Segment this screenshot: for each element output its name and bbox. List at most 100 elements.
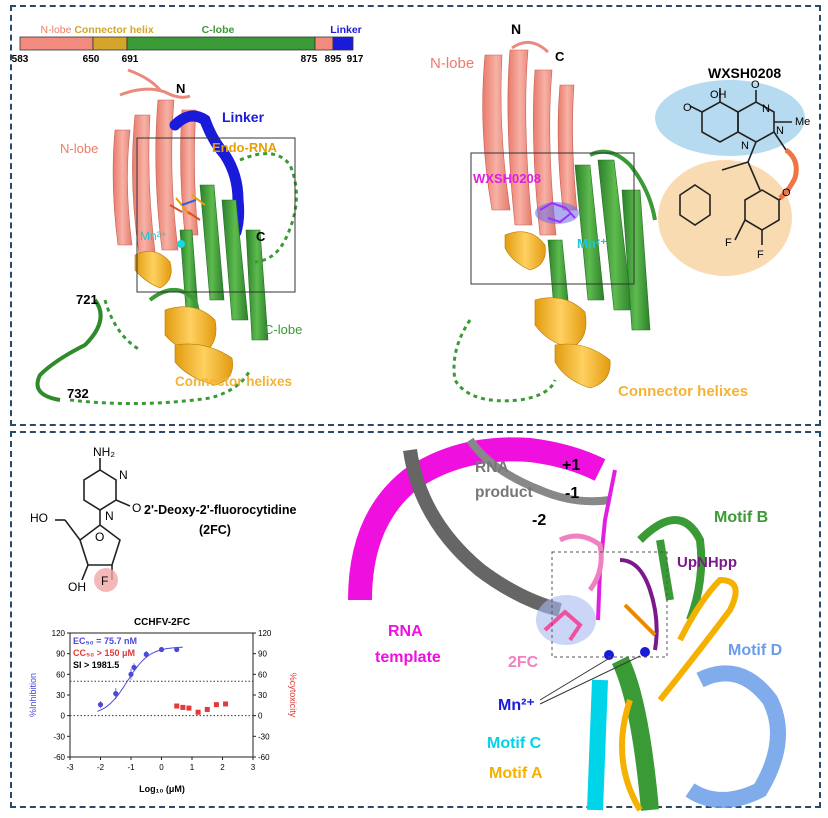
label-a-mn: Mn²⁺ [140,229,167,243]
atom-ho: HO [30,511,48,525]
label-a-connector: Connector helixes [175,374,292,389]
label-a-endo-rna: Endo-RNA [212,140,278,155]
wxsh-title: WXSH0208 [708,65,781,81]
y2-tick-label: -30 [258,732,270,741]
label-b-mn: Mn²⁺ [577,236,607,251]
label-d-m2: -2 [532,512,546,529]
wxsh-f2: F [757,249,764,261]
label-d-motif-c: Motif C [487,735,542,752]
x-tick-label: -1 [127,763,135,772]
tick-691: 691 [122,54,139,65]
tick-583: 583 [12,54,29,65]
wxsh-me: Me [795,116,810,128]
atom-f: F [101,574,108,588]
atom-nh2: NH₂ [93,445,115,459]
data-point-cytotoxicity [195,709,201,715]
x-tick-label: 0 [159,763,164,772]
label-a-c: C [256,229,266,244]
y2-tick-label: 60 [258,670,267,679]
label-b-c: C [555,49,565,64]
chart-cc50: CC₅₀ > 150 μM [73,648,135,658]
wxsh-n3: N [762,103,770,115]
data-point-inhibition [113,691,119,697]
domain-label-nlobe: N-lobe [41,24,72,36]
atom-o2: O [95,530,104,544]
domain-linker [332,36,354,51]
y-tick-label: 90 [56,650,65,659]
label-d-2fc: 2FC [508,654,539,671]
y-tick-label: 0 [61,712,66,721]
label-a-clobe: C-lobe [264,322,302,337]
data-point-inhibition [143,651,149,657]
domain-clobe [126,36,316,51]
label-d-mn: Mn²⁺ [498,697,535,714]
y-tick-label: -60 [53,753,65,762]
wxsh-n1: N [741,140,749,152]
compound-abbr: (2FC) [199,523,231,537]
compound-name: 2'-Deoxy-2'-fluorocytidine [144,503,297,517]
label-d-rna-template-1: RNA [388,623,423,640]
label-d-motif-d: Motif D [728,642,782,659]
fit-curve [97,646,183,712]
y-tick-label: 60 [56,670,65,679]
x-tick-label: 1 [190,763,195,772]
wxsh-o2: O [751,79,760,91]
label-a-721: 721 [76,292,98,307]
y2-tick-label: 0 [258,712,263,721]
y2-tick-label: -60 [258,753,270,762]
label-d-rna-product-2: product [475,484,533,501]
x-tick-label: 2 [220,763,225,772]
data-point-inhibition [131,664,137,671]
domain-nlobe [19,36,94,51]
chart-xlabel: Log₁₀ (μM) [139,784,185,794]
panel-top [10,5,821,426]
chart-si: SI > 1981.5 [73,660,119,670]
wxsh-o1: O [683,102,692,114]
panel-b-structure [452,40,657,403]
wxsh0208-structure [655,80,805,276]
label-d-rna-product-1: RNA [475,459,509,476]
y2-tick-label: 90 [258,650,267,659]
panel-a-structure [35,68,298,406]
data-point-inhibition [128,671,134,677]
y-tick-label: 120 [52,629,66,638]
data-point-cytotoxicity [223,701,229,707]
label-a-732: 732 [67,386,89,401]
data-point-cytotoxicity [213,702,219,708]
data-point-cytotoxicity [174,703,180,709]
label-b-n: N [511,21,521,37]
label-d-rna-template-2: template [375,649,441,666]
domain-nlobe-2 [314,36,334,51]
label-a-n: N [176,81,185,96]
atom-o1: O [132,501,141,515]
domain-label-connector: Connector helix [74,24,154,36]
label-b-nlobe: N-lobe [430,55,474,72]
y-tick-label: 30 [56,691,65,700]
panel-d-structure [348,437,786,812]
tick-895: 895 [325,54,342,65]
label-b-ligand: WXSH0208 [473,171,541,186]
y-tick-label: -30 [53,732,65,741]
data-point-cytotoxicity [180,704,186,710]
data-point-inhibition [174,646,180,653]
label-d-motif-a: Motif A [489,765,543,782]
chart-title: CCHFV-2FC [134,617,190,628]
domain-connector [92,36,128,51]
label-d-upnhpp: UpNHpp [677,554,737,571]
chart-ylabel-right: %cytoxicity [288,673,298,718]
zoom-box-b [470,152,635,285]
label-d-m1: -1 [565,485,579,502]
x-tick-label: -3 [66,763,74,772]
label-a-nlobe: N-lobe [60,141,98,156]
atom-oh: OH [68,580,86,594]
label-d-p1: +1 [562,457,580,474]
domain-label-clobe: C-lobe [202,24,235,36]
chart-ec50: EC₅₀ = 75.7 nM [73,636,137,646]
panel-bottom [10,431,821,808]
tick-917: 917 [347,54,364,65]
wxsh-n2: N [776,125,784,137]
domain-label-linker: Linker [330,24,362,36]
label-a-linker: Linker [222,109,265,125]
wxsh-oh: OH [710,89,727,101]
